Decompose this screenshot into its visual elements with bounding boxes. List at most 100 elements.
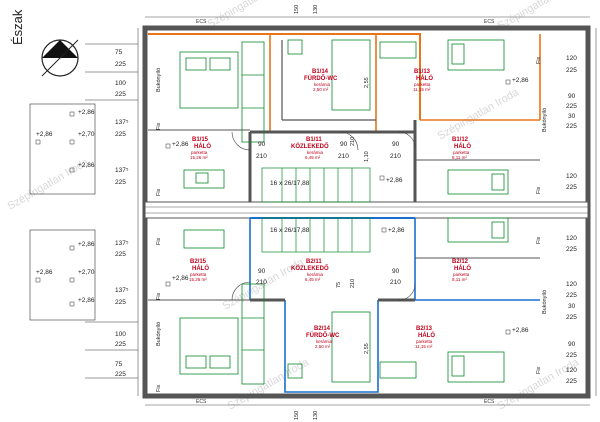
- dim-label: 30: [568, 113, 576, 120]
- svg-text:8,11 m²: 8,11 m²: [452, 277, 467, 282]
- dim-label: 90: [392, 141, 400, 148]
- svg-text:parketta: parketta: [416, 339, 433, 344]
- bathtub-icon: [331, 39, 371, 111]
- bathtub-icon: [331, 311, 371, 383]
- window-type-label: Fix: [156, 292, 162, 300]
- svg-text:HÁLÓ: HÁLÓ: [454, 142, 471, 150]
- wardrobe-icon: [379, 361, 417, 379]
- room-b1-15: B1/15 HÁLÓ parketta 15,26 m²: [190, 137, 211, 160]
- height-marker-icon: [165, 143, 171, 149]
- svg-text:6,45 m²: 6,45 m²: [305, 155, 321, 160]
- ecs-label: ECS: [196, 19, 207, 25]
- dim-label: 137⁵: [115, 167, 129, 174]
- dim-label: 225: [115, 131, 126, 138]
- height-marker-icon: [69, 139, 75, 145]
- north-arrow-icon: [42, 40, 78, 58]
- dim-label: 137⁵: [115, 119, 129, 126]
- dim-label: 210: [390, 279, 401, 286]
- height-marker-icon: [69, 111, 75, 117]
- svg-text:15,26 m²: 15,26 m²: [189, 277, 207, 282]
- dim-label: 90: [568, 341, 576, 348]
- dim-label: 225: [115, 341, 126, 348]
- dim-label: 225: [115, 299, 126, 306]
- dim-label: 90: [258, 141, 266, 148]
- room-b2-15: B2/15 HÁLÓ parketta 15,26 m²: [189, 259, 209, 282]
- svg-text:FÜRDŐ-WC: FÜRDŐ-WC: [304, 75, 338, 82]
- window-type-label: Bukónyíló: [156, 68, 162, 92]
- dim-label: 225: [566, 246, 577, 253]
- height-marker-icon: [69, 245, 75, 251]
- dim-label: 225: [566, 123, 577, 130]
- svg-text:B1/11: B1/11: [306, 137, 322, 143]
- window-type-label: Bukónyíló: [542, 290, 548, 314]
- desk-icon: [183, 229, 225, 249]
- dim-label: 225: [115, 179, 126, 186]
- bed-icon: [447, 39, 505, 71]
- height-label: +2,86: [36, 131, 53, 138]
- height-label: +2,86: [78, 162, 95, 169]
- room-b2-14: B2/14 FÜRDŐ-WC kerámia 2,50 m²: [306, 326, 340, 349]
- room-b2-13: B2/13 HÁLÓ parketta 11,15 m²: [415, 326, 435, 349]
- height-label: +2,86: [78, 109, 95, 116]
- window-type-label: Fix: [156, 122, 162, 130]
- wardrobe-icon: [379, 41, 417, 59]
- roof-number: 150: [294, 5, 300, 14]
- height-marker-icon: [69, 277, 75, 283]
- dim-label: 210: [256, 153, 267, 160]
- party-wall: [144, 201, 589, 219]
- dim-label: 75: [115, 361, 123, 368]
- dim-label: 225: [566, 184, 577, 191]
- room-b1-14: B1/14 FÜRDŐ-WC kerámia 2,50 m²: [304, 69, 338, 92]
- height-label: +2,86: [386, 177, 403, 184]
- dim-label: 1,10: [364, 151, 370, 162]
- svg-text:B1/14: B1/14: [312, 69, 329, 75]
- height-marker-icon: [505, 329, 511, 335]
- unit-1-outline: [148, 33, 541, 132]
- north-compass: Észak: [10, 9, 79, 77]
- toilet-icon: [287, 39, 303, 55]
- room-b1-13: B1/13 HÁLÓ parketta 11,15 m²: [413, 69, 433, 92]
- toilet-icon: [287, 363, 303, 379]
- dim-label: 225: [566, 352, 577, 359]
- dim-label: 30: [568, 303, 576, 310]
- dim-label: 210: [350, 137, 356, 146]
- height-marker-icon: [69, 167, 75, 173]
- dim-label: 2,55: [364, 343, 370, 354]
- dim-label: 210: [256, 279, 267, 286]
- room-b1-11: B1/11 KÖZLEKEDŐ kerámia 6,45 m²: [291, 137, 329, 160]
- north-label: Észak: [10, 9, 25, 45]
- ecs-label: ECS: [484, 19, 495, 25]
- window-type-label: Fix: [536, 236, 542, 244]
- dim-label: 90: [340, 141, 348, 148]
- svg-text:KÖZLEKEDŐ: KÖZLEKEDŐ: [291, 265, 329, 272]
- svg-text:parketta: parketta: [453, 150, 470, 155]
- dim-label: 137⁵: [115, 240, 129, 247]
- dim-label: 225: [566, 103, 577, 110]
- dim-label: 120: [566, 173, 577, 180]
- room-b1-12: B1/12 HÁLÓ parketta 8,11 m²: [452, 137, 471, 160]
- right-dimensions: 120 225 90 225 30 225 120 225 120 225 12…: [566, 28, 597, 396]
- dim-label: 2,55: [364, 77, 370, 88]
- svg-text:11,15 m²: 11,15 m²: [415, 344, 433, 349]
- svg-text:KÖZLEKEDŐ: KÖZLEKEDŐ: [291, 143, 329, 150]
- svg-text:B2/15: B2/15: [190, 259, 207, 265]
- svg-text:6,45 m²: 6,45 m²: [305, 277, 321, 282]
- dim-label: 100: [115, 80, 126, 87]
- interior-walls: [148, 40, 540, 302]
- svg-text:B2/13: B2/13: [416, 326, 433, 332]
- svg-text:parketta: parketta: [453, 272, 470, 277]
- dim-label: 100: [115, 331, 126, 338]
- height-label: +2,86: [78, 297, 95, 304]
- stair-label: 16 x 26/17,88: [270, 180, 310, 187]
- svg-text:15,26 m²: 15,26 m²: [190, 155, 208, 160]
- dim-label: 75: [115, 49, 123, 56]
- terrace-boxes: [29, 103, 96, 321]
- svg-text:B2/11: B2/11: [306, 259, 322, 265]
- height-marker-icon: [35, 139, 41, 145]
- dim-label: 90: [568, 93, 576, 100]
- dim-label: 225: [566, 378, 577, 385]
- height-label: +2,70: [78, 131, 95, 138]
- height-marker-icon: [505, 79, 511, 85]
- dim-label: 225: [115, 61, 126, 68]
- height-label: +2,86: [388, 227, 405, 234]
